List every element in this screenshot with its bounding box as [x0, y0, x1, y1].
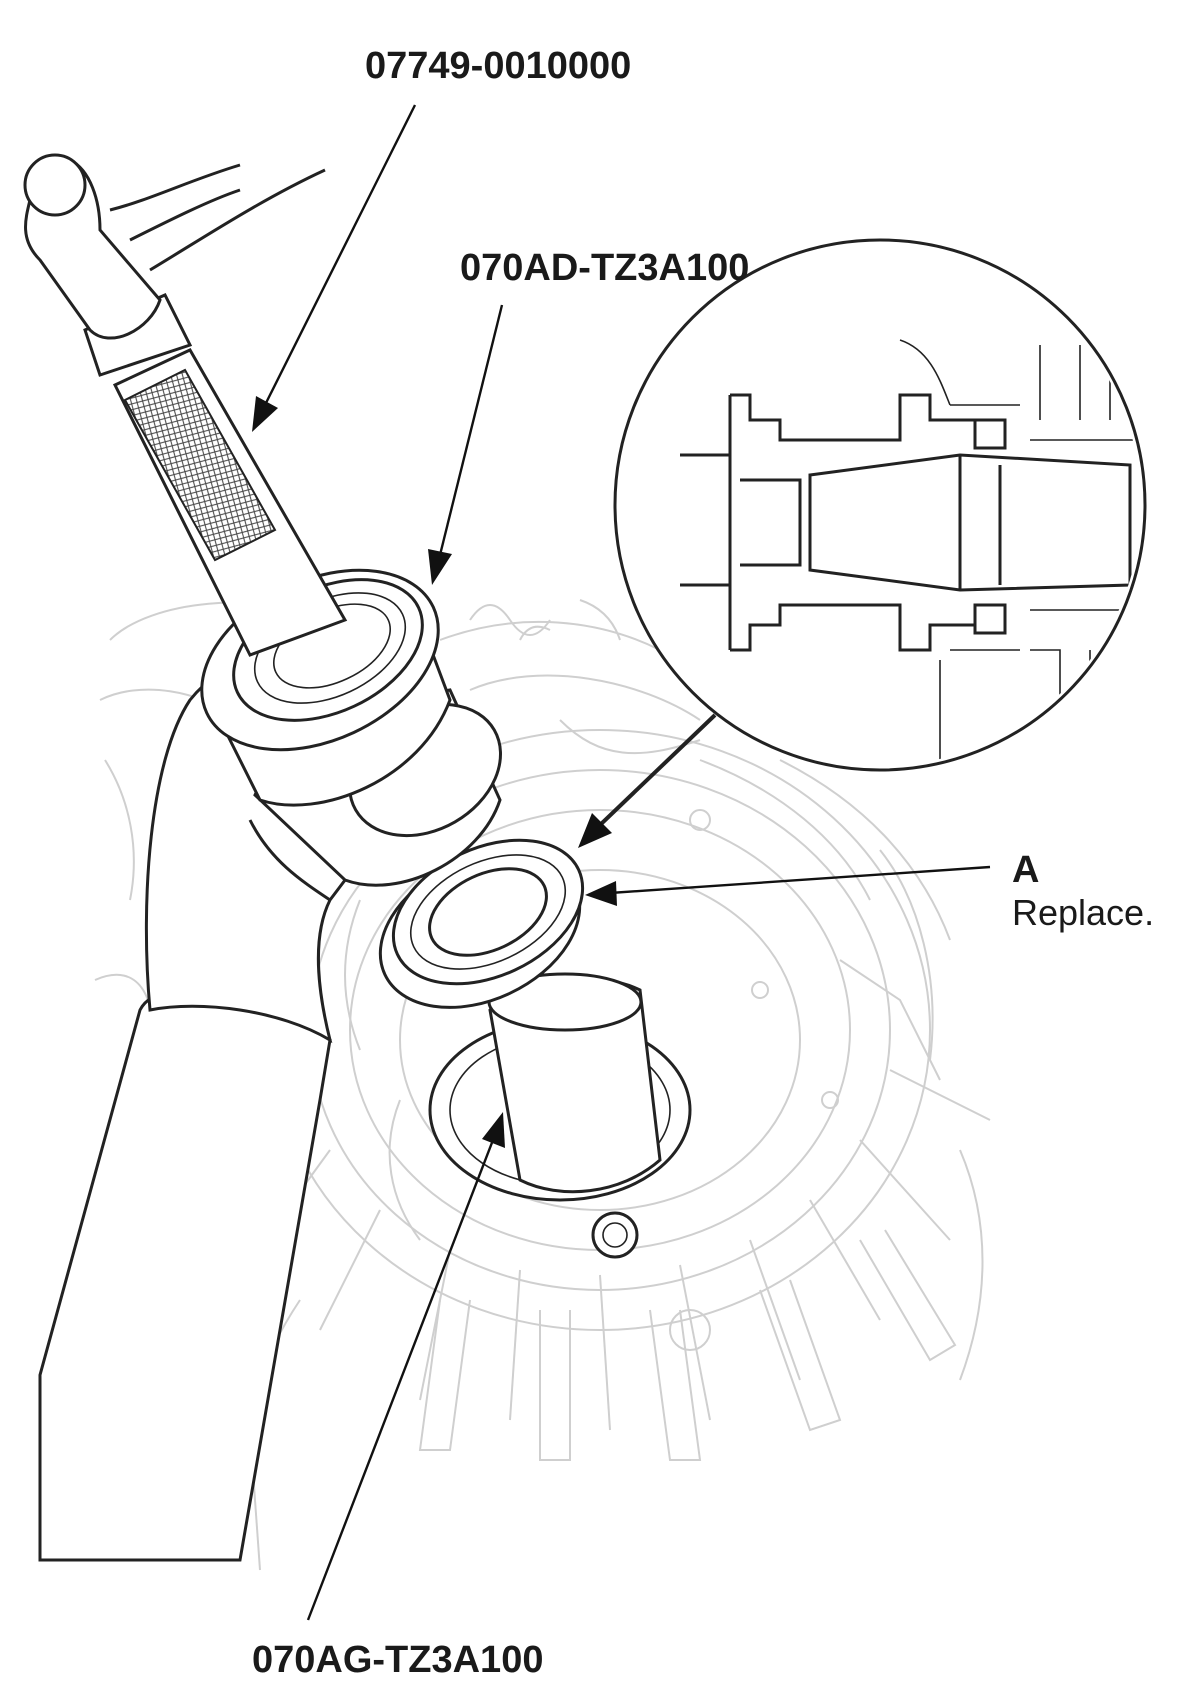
leader-guide — [306, 1112, 505, 1621]
guide-tool — [428, 972, 692, 1259]
label-part-note: Replace. — [1012, 892, 1154, 933]
hammer-icon — [23, 153, 326, 340]
leader-driver — [428, 304, 504, 585]
leader-detail — [578, 713, 717, 848]
label-guide-part-number: 070AG-TZ3A100 — [252, 1639, 543, 1681]
oil-seal-icon — [378, 838, 585, 1009]
handle-tool — [83, 293, 348, 657]
leader-seal-a — [585, 865, 991, 906]
leader-handle — [252, 104, 417, 432]
label-handle-part-number: 07749-0010000 — [365, 45, 631, 87]
detail-callout-icon — [613, 238, 1147, 772]
label-driver-part-number: 070AD-TZ3A100 — [460, 247, 749, 289]
label-part-letter: A — [1012, 849, 1039, 891]
